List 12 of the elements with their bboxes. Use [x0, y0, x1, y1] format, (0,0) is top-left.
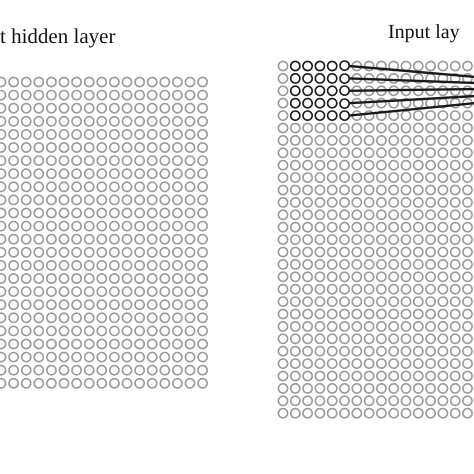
neuron-circle	[338, 98, 350, 109]
connection-line	[348, 102, 474, 117]
connection-line	[349, 88, 474, 92]
connection-line	[349, 64, 474, 78]
neuron-circle	[338, 110, 350, 122]
connection-line	[349, 77, 474, 84]
neuron-circle	[338, 85, 350, 96]
neuron-circle	[338, 72, 350, 84]
neuron-circle	[338, 60, 350, 72]
connection-line	[349, 94, 474, 104]
layer-title: Input lay	[388, 22, 460, 42]
layer-title: t hidden layer	[0, 26, 116, 47]
